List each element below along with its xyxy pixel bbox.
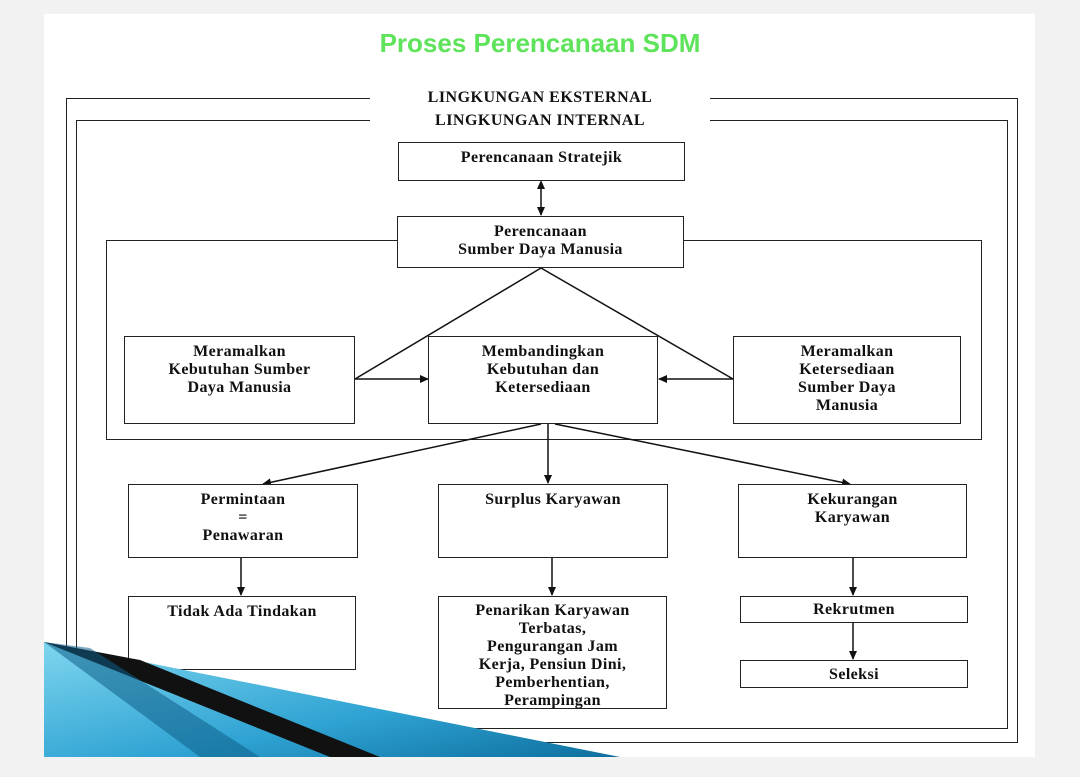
box-text-line: Tidak Ada Tindakan: [167, 603, 317, 620]
line-hr-to-right: [540, 267, 734, 380]
box-text-line: Penarikan Karyawan: [475, 602, 630, 619]
box-text-line: Meramalkan: [800, 343, 894, 360]
box-text-line: Perencanaan: [494, 223, 587, 240]
box-no-action: Tidak Ada Tindakan: [128, 596, 356, 670]
box-text-line: Manusia: [815, 397, 879, 414]
internal-environment-label: LINGKUNGAN INTERNAL: [370, 112, 710, 130]
box-text-line: Kebutuhan Sumber: [168, 361, 311, 378]
line-hr-to-left: [354, 267, 542, 380]
box-text-line: Penawaran: [202, 527, 284, 544]
box-text-line: Kekurangan: [807, 491, 898, 508]
box-text-line: Ketersediaan: [495, 379, 591, 396]
box-text-line: Seleksi: [829, 666, 879, 683]
box-text-line: Sumber Daya: [798, 379, 896, 396]
box-text-line: Sumber Daya Manusia: [458, 241, 623, 258]
page-title: Proses Perencanaan SDM: [379, 28, 701, 58]
box-text-line: Rekrutmen: [813, 601, 895, 618]
box-text-line: Kebutuhan dan: [486, 361, 600, 378]
box-text-line: Membandingkan: [481, 343, 605, 360]
box-text-line: Perencanaan Stratejik: [460, 149, 623, 166]
box-text-line: Kerja, Pensiun Dini,: [478, 656, 627, 673]
box-text-line: Permintaan: [200, 491, 286, 508]
box-selection: Seleksi: [740, 660, 968, 688]
box-text-line: Pengurangan Jam: [487, 638, 618, 655]
box-text-line: Meramalkan: [193, 343, 286, 360]
box-text-line: Terbatas,: [518, 620, 587, 637]
box-text-line: Pemberhentian,: [495, 674, 610, 691]
external-environment-label: LINGKUNGAN EKSTERNAL: [370, 89, 710, 107]
arrow-compare-demand: [262, 423, 542, 487]
box-text-line: Surplus Karyawan: [485, 491, 621, 508]
box-text-line: Perampingan: [504, 692, 601, 709]
box-demand-equals-supply: Permintaan=Penawaran: [128, 484, 358, 558]
box-recruitment: Rekrutmen: [740, 596, 968, 623]
box-text-line: Daya Manusia: [187, 379, 292, 396]
box-text-line: Karyawan: [814, 509, 891, 526]
box-text-line: Ketersediaan: [799, 361, 895, 378]
box-surplus: Surplus Karyawan: [438, 484, 668, 558]
arrow-compare-shortage: [554, 423, 851, 487]
box-strategic-planning: Perencanaan Stratejik: [398, 142, 685, 181]
box-text-line: =: [238, 509, 248, 526]
